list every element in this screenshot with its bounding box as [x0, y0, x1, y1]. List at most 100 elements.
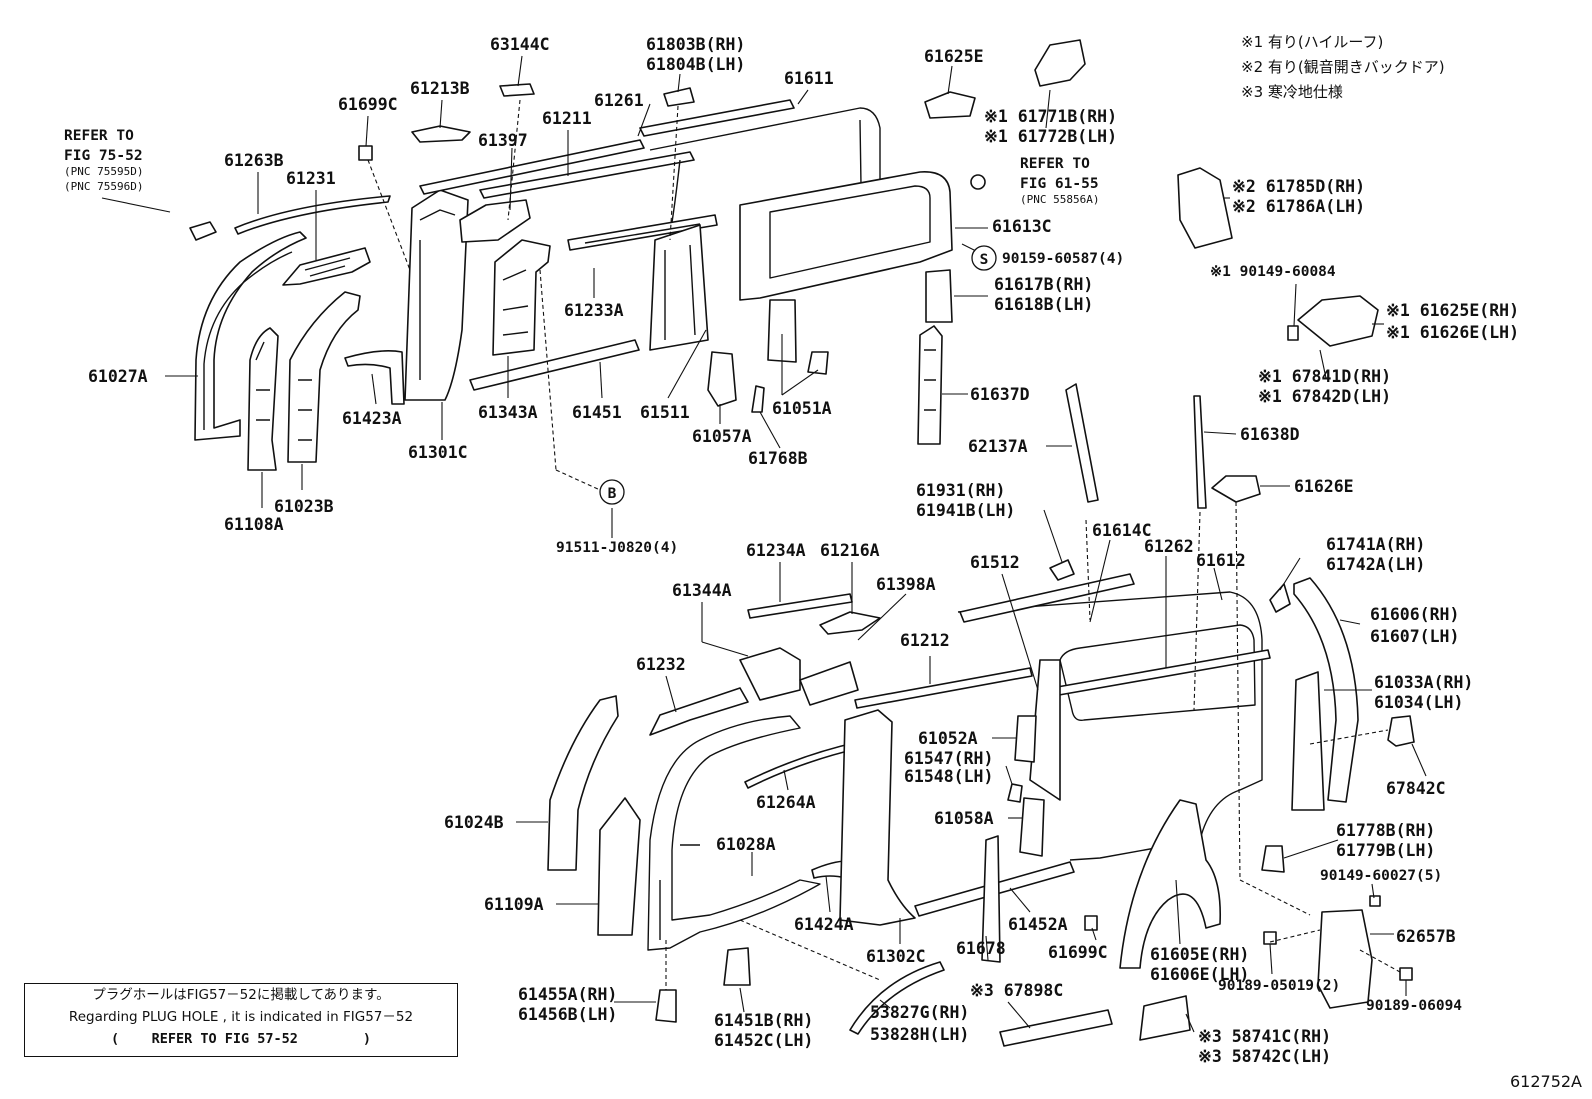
- part-61803B: [663, 87, 695, 107]
- part-61108A: [247, 327, 279, 471]
- label-61452C: 61452C(LH): [714, 1031, 813, 1050]
- part-61343A: [492, 239, 551, 356]
- part-90189-05019: [1263, 931, 1277, 945]
- label-61678: 61678: [956, 939, 1006, 958]
- part-61785D: [1177, 167, 1233, 249]
- part-61033A: [1291, 671, 1325, 811]
- part-62137A: [1065, 383, 1099, 503]
- plug-hole-note-jp: プラグホールはFIG57－52に掲載してあります。: [92, 987, 390, 1003]
- label-61511: 61511: [640, 403, 690, 422]
- label-61618B: 61618B(LH): [994, 295, 1093, 314]
- part-61023B: [287, 291, 361, 463]
- label-61771B: ※1 61771B(RH): [984, 107, 1117, 126]
- label-61617B: 61617B(RH): [994, 275, 1093, 294]
- part-61232: [649, 687, 749, 736]
- label-61625E-rh: ※1 61625E(RH): [1386, 301, 1519, 320]
- label-61261: 61261: [594, 91, 644, 110]
- part-61398A: [799, 661, 859, 706]
- part-90149-60027: [1369, 895, 1381, 907]
- label-61613C: 61613C: [992, 217, 1052, 236]
- figure-code: 612752A: [1509, 1072, 1582, 1091]
- label-67842C: 67842C: [1386, 779, 1446, 798]
- label-61637D: 61637D: [970, 385, 1030, 404]
- label-61625E-top: 61625E: [924, 47, 984, 66]
- part-bolt-90149-60084: [1287, 325, 1299, 341]
- label-61699C-bottom: 61699C: [1048, 943, 1108, 962]
- label-61547: 61547(RH): [904, 749, 993, 768]
- label-61612: 61612: [1196, 551, 1246, 570]
- label-90149-60027: 90149-60027(5): [1320, 868, 1442, 884]
- part-61423A: [344, 350, 405, 405]
- part-61212: [854, 667, 1033, 709]
- label-61052A: 61052A: [918, 729, 978, 748]
- label-53828H: 53828H(LH): [870, 1025, 969, 1044]
- label-61231: 61231: [286, 169, 336, 188]
- label-61023B: 61023B: [274, 497, 334, 516]
- part-61931: [1049, 559, 1075, 581]
- part-61024B: [547, 695, 619, 871]
- label-61424A: 61424A: [794, 915, 854, 934]
- part-61233A: [567, 214, 718, 251]
- label-61455A: 61455A(RH): [518, 985, 617, 1004]
- label-61108A: 61108A: [224, 515, 284, 534]
- legend-item-1: ※1 有り(ハイルーフ): [1241, 33, 1384, 51]
- callout-S: S: [971, 245, 997, 271]
- label-61778B: 61778B(RH): [1336, 821, 1435, 840]
- label-61512: 61512: [970, 553, 1020, 572]
- label-62657B: 62657B: [1396, 927, 1456, 946]
- legend: ※1 有り(ハイルーフ) ※2 有り(観音開きバックドア) ※3 寒冷地仕様: [1241, 30, 1445, 105]
- label-61626E: 61626E: [1294, 477, 1354, 496]
- part-61699C-bottom: [1084, 915, 1098, 931]
- label-61423A: 61423A: [342, 409, 402, 428]
- part-61547: [1007, 783, 1023, 803]
- label-62137A: 62137A: [968, 437, 1028, 456]
- label-61779B: 61779B(LH): [1336, 841, 1435, 860]
- part-61637D: [917, 325, 943, 445]
- label-61941B: 61941B(LH): [916, 501, 1015, 520]
- plug-hole-note-en: Regarding PLUG HOLE , it is indicated in…: [68, 1009, 414, 1025]
- label-61768B: 61768B: [748, 449, 808, 468]
- part-61455A: [655, 989, 677, 1023]
- part-61614C: [959, 573, 1135, 623]
- label-61233A: 61233A: [564, 301, 624, 320]
- part-61626E: [1211, 475, 1261, 503]
- label-61343A: 61343A: [478, 403, 538, 422]
- label-61263B: 61263B: [224, 151, 284, 170]
- label-61772B: ※1 61772B(LH): [984, 127, 1117, 146]
- label-61024B: 61024B: [444, 813, 504, 832]
- label-61606: 61606(RH): [1370, 605, 1459, 624]
- part-61617B: [925, 269, 953, 323]
- label-61051A: 61051A: [772, 399, 832, 418]
- part-61768B: [751, 385, 765, 413]
- upper-assembly-drawing: [189, 39, 1379, 509]
- label-61302C: 61302C: [866, 947, 926, 966]
- label-67841D: ※1 67841D(RH): [1258, 367, 1391, 386]
- label-61605E: 61605E(RH): [1150, 945, 1249, 964]
- part-53827G: [849, 961, 945, 1035]
- guide-lines: [367, 99, 1401, 990]
- label-61456B: 61456B(LH): [518, 1005, 617, 1024]
- part-90189-06094: [1399, 967, 1413, 981]
- part-61606: [1293, 577, 1359, 803]
- label-67898C: ※3 67898C: [970, 981, 1063, 1000]
- label-61785D: ※2 61785D(RH): [1232, 177, 1365, 196]
- part-61771B: [1034, 39, 1086, 87]
- part-61611-rail: [639, 99, 795, 137]
- legend-item-2: ※2 有り(観音開きバックドア): [1241, 58, 1445, 76]
- label-61742A: 61742A(LH): [1326, 555, 1425, 574]
- label-61451B: 61451B(RH): [714, 1011, 813, 1030]
- svg-text:(PNC 55856A): (PNC 55856A): [1020, 193, 1099, 206]
- part-62657B: [1317, 909, 1373, 1009]
- part-61211: [479, 151, 695, 199]
- label-61301C: 61301C: [408, 443, 468, 462]
- label-61607: 61607(LH): [1370, 627, 1459, 646]
- label-90189-05019: 90189-05019(2): [1218, 978, 1340, 994]
- label-61452A: 61452A: [1008, 915, 1068, 934]
- label-61057A: 61057A: [692, 427, 752, 446]
- label-61213B: 61213B: [410, 79, 470, 98]
- part-61261: [419, 139, 645, 195]
- part-61057A: [707, 351, 737, 407]
- label-61058A: 61058A: [934, 809, 994, 828]
- plug-hole-note: プラグホールはFIG57－52に掲載してあります。 Regarding PLUG…: [24, 983, 458, 1057]
